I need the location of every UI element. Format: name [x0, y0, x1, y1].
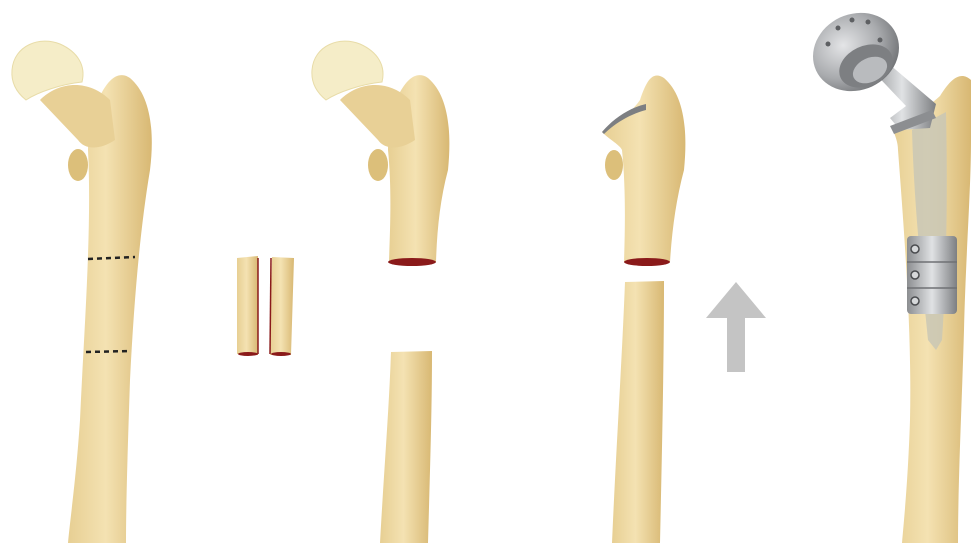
screw-3-icon [911, 297, 919, 305]
fragment-left-half [237, 256, 258, 355]
fragment-cut-bottom-right [271, 352, 291, 356]
stage-3-femur [602, 75, 685, 543]
femur-3-cut-surface [624, 258, 670, 266]
stage-1-femur [12, 41, 152, 543]
cup-hole-4 [826, 42, 831, 47]
cup-hole-2 [850, 18, 855, 23]
femur-2-cut-surface [388, 258, 436, 266]
cup-hole-1 [836, 26, 841, 31]
femur-3-distal-shaft [612, 281, 664, 543]
cup-hole-3 [866, 20, 871, 25]
femur-1-shaft [68, 75, 152, 543]
screw-2-icon [911, 271, 919, 279]
femur-2-lesser-trochanter [368, 149, 388, 181]
stage-4-femur [800, 0, 971, 543]
fragment-marrow-right [270, 258, 271, 354]
femur-3-lesser-trochanter [605, 150, 623, 180]
screw-1-icon [911, 245, 919, 253]
femur-1-lesser-trochanter [68, 149, 88, 181]
stage-2-fragment [237, 256, 294, 356]
fragment-cut-bottom-left [238, 352, 258, 356]
fragment-right-half [270, 257, 294, 355]
cup-hole-5 [878, 38, 883, 43]
femur-2-distal-shaft [380, 351, 432, 543]
stage-2-femur [312, 41, 450, 543]
arrow-up-icon [706, 282, 766, 372]
